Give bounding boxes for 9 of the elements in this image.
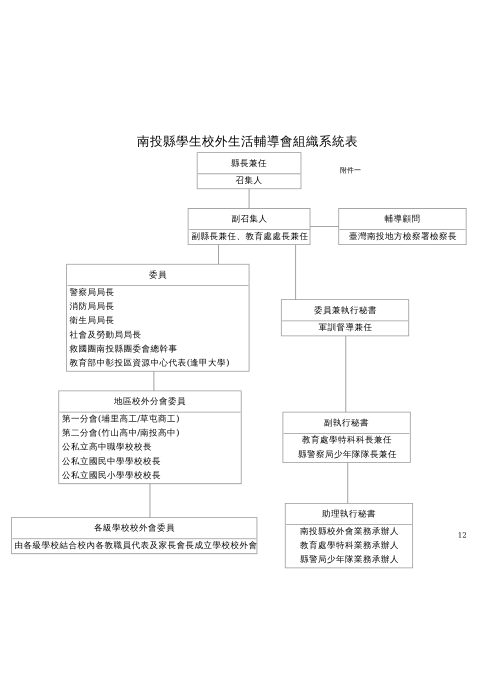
label: 附件一 bbox=[340, 165, 362, 174]
connector bbox=[310, 226, 339, 227]
connector bbox=[295, 244, 296, 300]
connector bbox=[218, 244, 219, 264]
connector bbox=[345, 336, 346, 412]
label: 12 bbox=[458, 530, 467, 540]
connector bbox=[248, 188, 250, 209]
connector bbox=[347, 462, 348, 504]
diagram-title: 南投縣學生校外生活輔導會組織系統表 bbox=[137, 133, 358, 148]
